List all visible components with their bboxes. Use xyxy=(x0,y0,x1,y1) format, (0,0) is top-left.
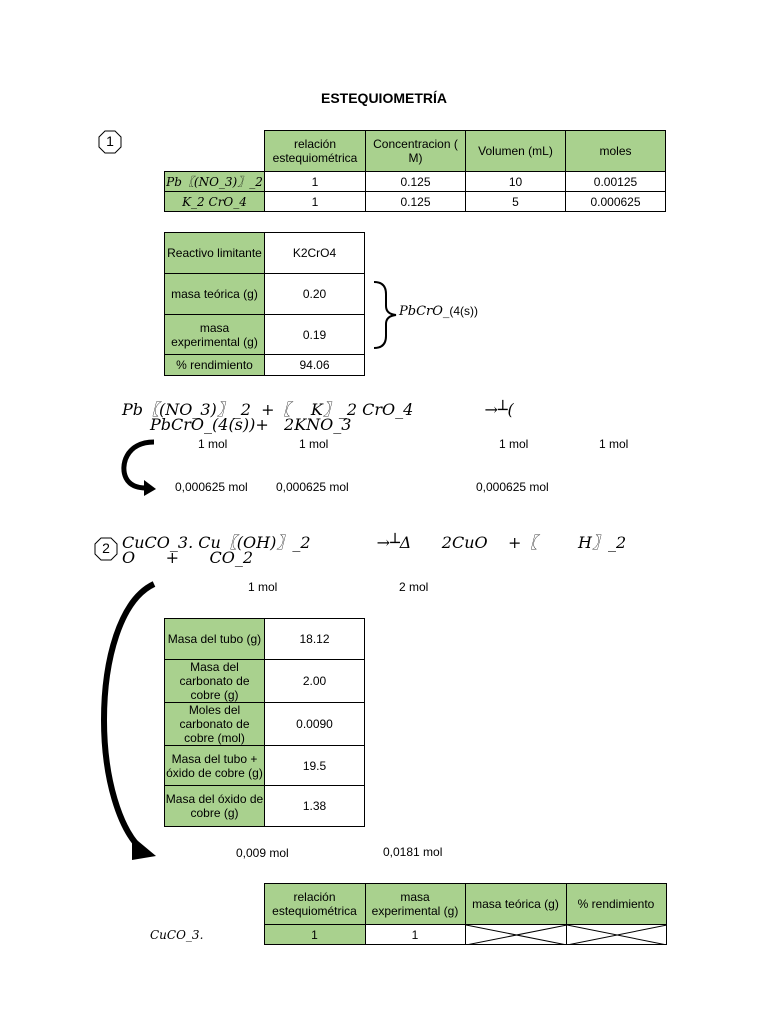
table-row: % rendimiento 94.06 xyxy=(164,354,365,376)
row-label: masa teórica (g) xyxy=(164,273,265,315)
table-row: Masa del óxido de cobre (g) 1.38 xyxy=(164,785,365,827)
cell: 10 xyxy=(465,171,566,192)
row-label: Masa del óxido de cobre (g) xyxy=(164,785,265,827)
row-label: Pb〖(NO_3)〗_2 xyxy=(164,171,265,192)
header-rendimiento: % rendimiento xyxy=(565,883,667,925)
equation-2-line-2: O + CO_2 xyxy=(122,548,254,567)
cell: 0.0090 xyxy=(264,702,365,746)
table-row: masa teórica (g) 0.20 xyxy=(164,273,365,315)
mol-label: 1 mol xyxy=(599,437,629,451)
cell: 2.00 xyxy=(264,659,365,703)
brace-label: PbCrO_(4(s)) xyxy=(399,304,479,319)
mol-value: 0,000625 mol xyxy=(476,480,549,494)
copper-data-table: Masa del tubo (g) 18.12 Masa del carbona… xyxy=(164,618,365,827)
row-label: Masa del carbonato de cobre (g) xyxy=(164,659,265,703)
equation-2-line-1: CuCO_3. Cu〖(OH)〗_2 →┴Δ 2CuO +〖 H〗_2 xyxy=(122,533,627,552)
row-label: masa experimental (g) xyxy=(164,314,265,355)
table-row: CuCO_3. 1 1 xyxy=(150,924,667,945)
header-relacion: relación estequiométrica xyxy=(264,130,366,172)
cell: 1 xyxy=(264,191,366,212)
cell: 1 xyxy=(364,924,466,945)
cell: 94.06 xyxy=(264,354,365,376)
table-row: Masa del tubo + óxido de cobre (g) 19.5 xyxy=(164,745,365,786)
mol-value: 0,000625 mol xyxy=(276,480,349,494)
cell: 0.20 xyxy=(264,273,365,315)
mol-label: 1 mol xyxy=(198,437,228,451)
header-masa-experimental: masa experimental (g) xyxy=(364,883,466,925)
cell: 1.38 xyxy=(264,785,365,827)
row-label: Masa del tubo (g) xyxy=(164,618,265,660)
header-concentracion: Concentracion ( M) xyxy=(365,130,466,172)
copper-yield-table: relación estequiométrica masa experiment… xyxy=(150,883,667,945)
circled-number-2: 2 xyxy=(94,537,118,561)
cell: 5 xyxy=(465,191,566,212)
mol-label: 1 mol xyxy=(299,437,329,451)
cross-mark-icon xyxy=(566,925,667,945)
cell: 0.19 xyxy=(264,314,365,355)
mol-label: 1 mol xyxy=(499,437,529,451)
cell: 19.5 xyxy=(264,745,365,786)
header-moles: moles xyxy=(565,130,666,172)
table-row: Moles del carbonato de cobre (mol) 0.009… xyxy=(164,702,365,746)
header-volumen: Volumen (mL) xyxy=(465,130,566,172)
curved-arrow-icon xyxy=(100,581,156,860)
yield-table: Reactivo limitante K2CrO4 masa teórica (… xyxy=(164,232,365,376)
row-label: K_2 CrO_4 xyxy=(164,191,265,212)
mol-value: 0,000625 mol xyxy=(175,480,248,494)
table-row: Pb〖(NO_3)〗_2 1 0.125 10 0.00125 xyxy=(164,171,666,192)
cell: 18.12 xyxy=(264,618,365,660)
mol-label: 2 mol xyxy=(399,580,429,594)
header-relacion: relación estequiométrica xyxy=(263,883,366,925)
header-masa-teorica: masa teórica (g) xyxy=(464,883,567,925)
equation-1-line-2: PbCrO_(4(s))+ 2KNO_3 xyxy=(150,415,352,434)
page-title: ESTEQUIOMETRÍA xyxy=(320,90,447,106)
crossed-cell xyxy=(464,924,567,945)
table-row: Masa del carbonato de cobre (g) 2.00 xyxy=(164,659,365,703)
reactants-table: relación estequiométrica Concentracion (… xyxy=(164,130,666,212)
cross-mark-icon xyxy=(465,925,567,945)
cell: 0.00125 xyxy=(565,171,666,192)
table-row: masa experimental (g) 0.19 xyxy=(164,314,365,355)
cell: 0.125 xyxy=(365,171,466,192)
crossed-cell xyxy=(565,924,667,945)
curved-arrow-icon xyxy=(121,439,156,496)
cell: K2CrO4 xyxy=(264,232,365,274)
row-label: % rendimiento xyxy=(164,354,265,376)
cell: 1 xyxy=(263,924,366,945)
equation-1-line-1: Pb〖(NO_3)〗_2 +〖 K〗_2 CrO_4 →┴( xyxy=(122,400,514,419)
table-row: Masa del tubo (g) 18.12 xyxy=(164,618,365,660)
row-label: Masa del tubo + óxido de cobre (g) xyxy=(164,745,265,786)
row-label: Reactivo limitante xyxy=(164,232,265,274)
cell: 1 xyxy=(264,171,366,192)
mol-value: 0,0181 mol xyxy=(383,845,443,859)
table-row: Reactivo limitante K2CrO4 xyxy=(164,232,365,274)
cell: 0.000625 xyxy=(565,191,666,212)
curly-brace-icon xyxy=(373,281,397,349)
table-row: K_2 CrO_4 1 0.125 5 0.000625 xyxy=(164,191,666,212)
mol-label: 1 mol xyxy=(248,580,278,594)
cell: 0.125 xyxy=(365,191,466,212)
row-label: Moles del carbonato de cobre (mol) xyxy=(164,702,265,746)
circled-number-1: 1 xyxy=(98,130,122,154)
row-label: CuCO_3. xyxy=(150,927,204,942)
mol-value: 0,009 mol xyxy=(236,846,289,860)
